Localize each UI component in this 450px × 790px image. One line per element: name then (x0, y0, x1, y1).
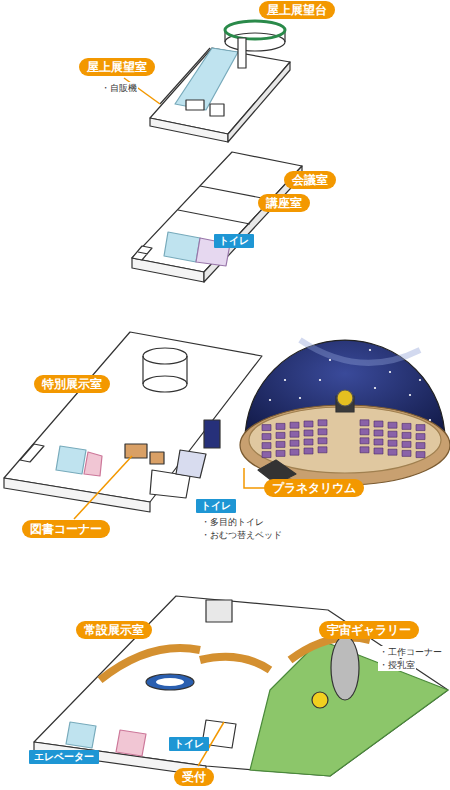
room-label: 特別展示室 (34, 375, 110, 393)
facility-label: トイレ (214, 234, 254, 248)
facility-note: ・多目的トイレ (200, 516, 265, 528)
room-label: 常設展示室 (76, 621, 152, 639)
room-label: 会議室 (284, 171, 336, 189)
room-label: 講座室 (258, 194, 310, 212)
facility-note: ・おむつ替えベッド (200, 529, 283, 541)
room-label: 宇宙ギャラリー (319, 621, 419, 639)
label-text: 屋上展望台 (267, 3, 327, 17)
label-text: トイレ (174, 738, 204, 750)
room-label: プラネタリウム (264, 479, 364, 497)
facility-label: トイレ (196, 499, 236, 513)
label-text: 講座室 (266, 196, 302, 210)
facility-label: エレベーター (29, 750, 99, 764)
label-text: 会議室 (292, 173, 328, 187)
label-text: 宇宙ギャラリー (327, 623, 411, 637)
room-label: 受付 (174, 768, 214, 786)
label-text: 屋上展望室 (87, 60, 147, 74)
label-text: トイレ (219, 235, 249, 247)
label-text: エレベーター (34, 751, 94, 763)
room-label: 屋上展望台 (259, 1, 335, 19)
label-text: 特別展示室 (42, 377, 102, 391)
label-text: 図書コーナー (30, 522, 102, 536)
label-text: トイレ (201, 500, 231, 512)
facility-note: ・自販機 (100, 82, 138, 94)
facility-label: トイレ (169, 737, 209, 751)
facility-note: ・工作コーナー (378, 646, 443, 658)
facility-note: ・授乳室 (378, 659, 416, 671)
label-text: 受付 (182, 770, 206, 784)
room-label: 屋上展望室 (79, 58, 155, 76)
label-text: 常設展示室 (84, 623, 144, 637)
room-label: 図書コーナー (22, 520, 110, 538)
label-text: プラネタリウム (272, 481, 356, 495)
